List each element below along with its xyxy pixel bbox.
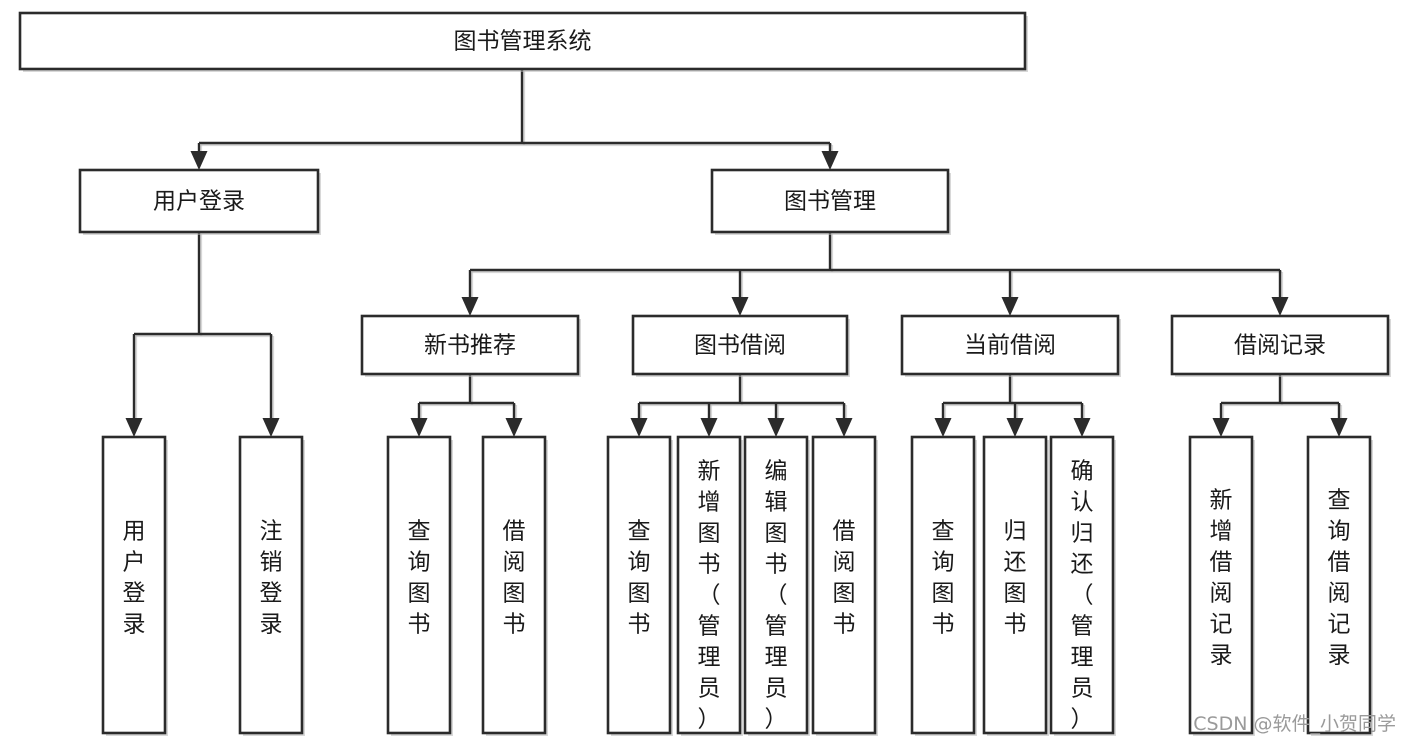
leaf-leaf-return-book-arrowhead: [1006, 418, 1024, 437]
node-rect[interactable]: [386, 435, 452, 735]
level3-borrow-record-arrowhead: [1271, 297, 1289, 316]
leaf-leaf-user-login-arrowhead: [125, 418, 143, 437]
node-label: 确认归还（管理员）: [1071, 459, 1094, 733]
level2-book-manage-arrowhead: [821, 151, 839, 170]
node-rect[interactable]: [710, 168, 950, 234]
node-leaf-borrow-book-new[interactable]: 借阅图书: [481, 435, 548, 736]
node-leaf-return-book[interactable]: 归还图书: [982, 435, 1049, 736]
node-leaf-borrow-book[interactable]: 借阅图书: [811, 435, 878, 736]
leaf-leaf-confirm-return-admin-arrowhead: [1073, 418, 1091, 437]
connectors-layer: [125, 69, 1348, 437]
node-rect[interactable]: [1049, 435, 1115, 735]
node-rect[interactable]: [481, 435, 547, 735]
node-label: 新增借阅记录: [1210, 488, 1233, 669]
node-label: 注销登录: [260, 519, 283, 638]
node-label: 查询借阅记录: [1328, 488, 1351, 669]
node-leaf-add-book-admin[interactable]: 新增图书（管理员）: [676, 435, 743, 736]
leaf-leaf-edit-book-admin-arrowhead: [767, 418, 785, 437]
node-label: 借阅记录: [1234, 333, 1326, 359]
node-label: 图书管理系统: [454, 29, 592, 55]
node-label: 图书借阅: [694, 333, 786, 359]
node-new-book-recommend[interactable]: 新书推荐: [360, 314, 581, 377]
node-label: 用户登录: [153, 189, 245, 215]
node-label: 新书推荐: [424, 333, 516, 359]
leaf-leaf-query-book-new-arrowhead: [410, 418, 428, 437]
node-rect[interactable]: [101, 435, 167, 735]
node-rect[interactable]: [18, 11, 1027, 71]
csdn-watermark: CSDN @软件_小贺同学: [1193, 713, 1396, 735]
node-label: 借阅图书: [503, 519, 526, 638]
leaf-leaf-query-book-current-arrowhead: [934, 418, 952, 437]
node-current-borrow[interactable]: 当前借阅: [900, 314, 1121, 377]
nodes-layer: 图书管理系统用户登录图书管理新书推荐图书借阅当前借阅借阅记录用户登录注销登录查询…: [18, 11, 1391, 736]
leaf-leaf-borrow-book-arrowhead: [835, 418, 853, 437]
node-label: 编辑图书（管理员）: [765, 459, 788, 733]
node-rect[interactable]: [606, 435, 672, 735]
node-leaf-user-login[interactable]: 用户登录: [101, 435, 168, 736]
node-label: 借阅图书: [833, 519, 856, 638]
node-leaf-edit-book-admin[interactable]: 编辑图书（管理员）: [743, 435, 810, 736]
node-rect[interactable]: [360, 314, 580, 376]
node-label: 当前借阅: [964, 333, 1056, 359]
node-user-login[interactable]: 用户登录: [78, 168, 321, 235]
node-label: 归还图书: [1004, 519, 1027, 638]
node-leaf-add-borrow-record[interactable]: 新增借阅记录: [1188, 435, 1255, 736]
level3-book-borrow-arrowhead: [731, 297, 749, 316]
leaf-leaf-query-borrow-record-arrowhead: [1330, 418, 1348, 437]
node-leaf-query-book-current[interactable]: 查询图书: [910, 435, 977, 736]
node-label: 用户登录: [123, 519, 146, 638]
node-label: 新增图书（管理员）: [698, 459, 721, 733]
level3-new-book-recommend-arrowhead: [461, 297, 479, 316]
node-leaf-query-book-borrow[interactable]: 查询图书: [606, 435, 673, 736]
node-borrow-record[interactable]: 借阅记录: [1170, 314, 1391, 377]
leaf-leaf-borrow-book-new-arrowhead: [505, 418, 523, 437]
node-rect[interactable]: [676, 435, 742, 735]
node-rect[interactable]: [238, 435, 304, 735]
node-book-borrow[interactable]: 图书借阅: [631, 314, 850, 377]
node-label: 查询图书: [408, 519, 431, 638]
leaf-leaf-add-borrow-record-arrowhead: [1212, 418, 1230, 437]
node-leaf-query-borrow-record[interactable]: 查询借阅记录: [1306, 435, 1373, 736]
node-rect[interactable]: [910, 435, 976, 735]
node-rect[interactable]: [78, 168, 320, 234]
node-leaf-query-book-new[interactable]: 查询图书: [386, 435, 453, 736]
node-rect[interactable]: [811, 435, 877, 735]
node-rect[interactable]: [1170, 314, 1390, 376]
node-leaf-logout-login[interactable]: 注销登录: [238, 435, 305, 736]
leaf-leaf-logout-login-arrowhead: [262, 418, 280, 437]
node-rect[interactable]: [743, 435, 809, 735]
node-rect[interactable]: [982, 435, 1048, 735]
level2-user-login-arrowhead: [190, 151, 208, 170]
node-root[interactable]: 图书管理系统: [18, 11, 1028, 72]
node-label: 查询图书: [628, 519, 651, 638]
leaf-leaf-query-book-borrow-arrowhead: [630, 418, 648, 437]
leaf-leaf-add-book-admin-arrowhead: [700, 418, 718, 437]
node-label: 图书管理: [784, 189, 876, 215]
level3-current-borrow-arrowhead: [1001, 297, 1019, 316]
node-rect[interactable]: [1188, 435, 1254, 735]
node-book-manage[interactable]: 图书管理: [710, 168, 951, 235]
node-rect[interactable]: [1306, 435, 1372, 735]
node-label: 查询图书: [932, 519, 955, 638]
node-rect[interactable]: [631, 314, 849, 376]
node-rect[interactable]: [900, 314, 1120, 376]
node-leaf-confirm-return-admin[interactable]: 确认归还（管理员）: [1049, 435, 1116, 736]
